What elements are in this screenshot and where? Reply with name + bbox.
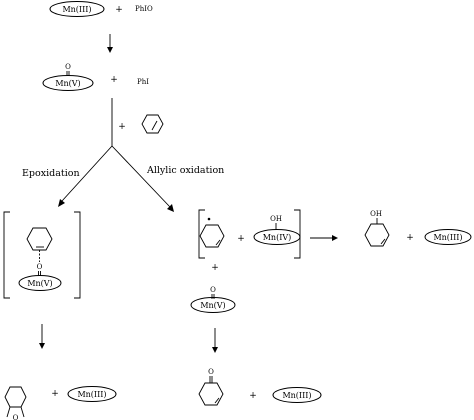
oxo-oxygen: O bbox=[65, 63, 71, 71]
mn4-oval bbox=[253, 229, 301, 245]
cyclohexene-reagent: + bbox=[118, 114, 164, 134]
mn3-epoxide-oval bbox=[67, 386, 117, 402]
oxo-oxygen: O bbox=[37, 263, 43, 271]
start-reactants: Mn(III) + PhIO bbox=[49, 1, 153, 17]
plus-sign: + bbox=[406, 233, 414, 243]
epoxide-oxygen: O bbox=[13, 414, 19, 420]
allyl-radical-ring bbox=[199, 224, 225, 248]
phi-label: PhI bbox=[137, 78, 149, 86]
alcohol-product: OH + Mn(III) bbox=[364, 210, 472, 247]
epoxidation-intermediate: O Mn(V) bbox=[3, 211, 81, 299]
cyclohexenone-ring bbox=[198, 382, 224, 406]
arrow-to-alcohol bbox=[310, 235, 338, 241]
mn3-alcohol-oval bbox=[424, 229, 472, 245]
radical-dot bbox=[207, 217, 211, 221]
mn3-alcohol-label: Mn(III) bbox=[433, 233, 462, 242]
plus-sign: + bbox=[249, 391, 257, 401]
plus-sign: + bbox=[115, 5, 123, 15]
ketone-product: O + Mn(III) bbox=[198, 368, 322, 406]
mn3-epoxide-label: Mn(III) bbox=[77, 390, 106, 399]
plus-sign: + bbox=[110, 75, 118, 85]
mn5-allylic-oval bbox=[190, 297, 236, 313]
mn3-catalyst-label: Mn(III) bbox=[62, 5, 91, 14]
arrow-to-epoxide bbox=[39, 324, 45, 349]
allylic-intermediate: + OH Mn(IV) bbox=[198, 209, 301, 259]
arrow-step-1 bbox=[107, 34, 113, 53]
cyclohexene-ring bbox=[141, 114, 164, 134]
mn3-ketone-oval bbox=[272, 387, 322, 403]
mn5-epoxidation-label: Mn(V) bbox=[27, 279, 52, 288]
hydroxyl-label: OH bbox=[370, 210, 382, 218]
epoxide-product: O + Mn(III) bbox=[4, 386, 117, 420]
epoxidation-label: Epoxidation bbox=[22, 168, 80, 179]
hydroxyl-label: OH bbox=[270, 215, 282, 223]
oxo-species: O Mn(V) + PhI bbox=[42, 63, 149, 91]
oxo-oxygen: O bbox=[210, 286, 216, 294]
branch-arrows bbox=[58, 145, 174, 212]
second-oxo-species: O Mn(V) bbox=[190, 286, 236, 313]
allylic-oxidation-label: Allylic oxidation bbox=[146, 165, 224, 176]
plus-sign: + bbox=[211, 263, 219, 273]
cyclohexane-ring bbox=[4, 386, 27, 408]
cyclohexene-ring bbox=[26, 227, 53, 251]
phio-label: PhIO bbox=[135, 5, 153, 13]
mn3-ketone-label: Mn(III) bbox=[282, 391, 311, 400]
plus-sign: + bbox=[51, 389, 59, 399]
cyclohexenol-ring bbox=[364, 223, 390, 247]
mn5-allylic-label: Mn(V) bbox=[200, 301, 225, 310]
mn4-label: Mn(IV) bbox=[263, 233, 292, 242]
plus-sign: + bbox=[237, 234, 245, 244]
mn5-epoxidation-oval bbox=[18, 275, 62, 291]
mn3-catalyst-oval bbox=[49, 1, 105, 17]
mn5-oxo-oval bbox=[42, 75, 94, 91]
ketone-oxygen: O bbox=[208, 368, 214, 376]
arrow-to-ketone bbox=[212, 328, 218, 353]
mn5-oxo-label: Mn(V) bbox=[55, 79, 80, 88]
plus-sign: + bbox=[118, 122, 126, 132]
